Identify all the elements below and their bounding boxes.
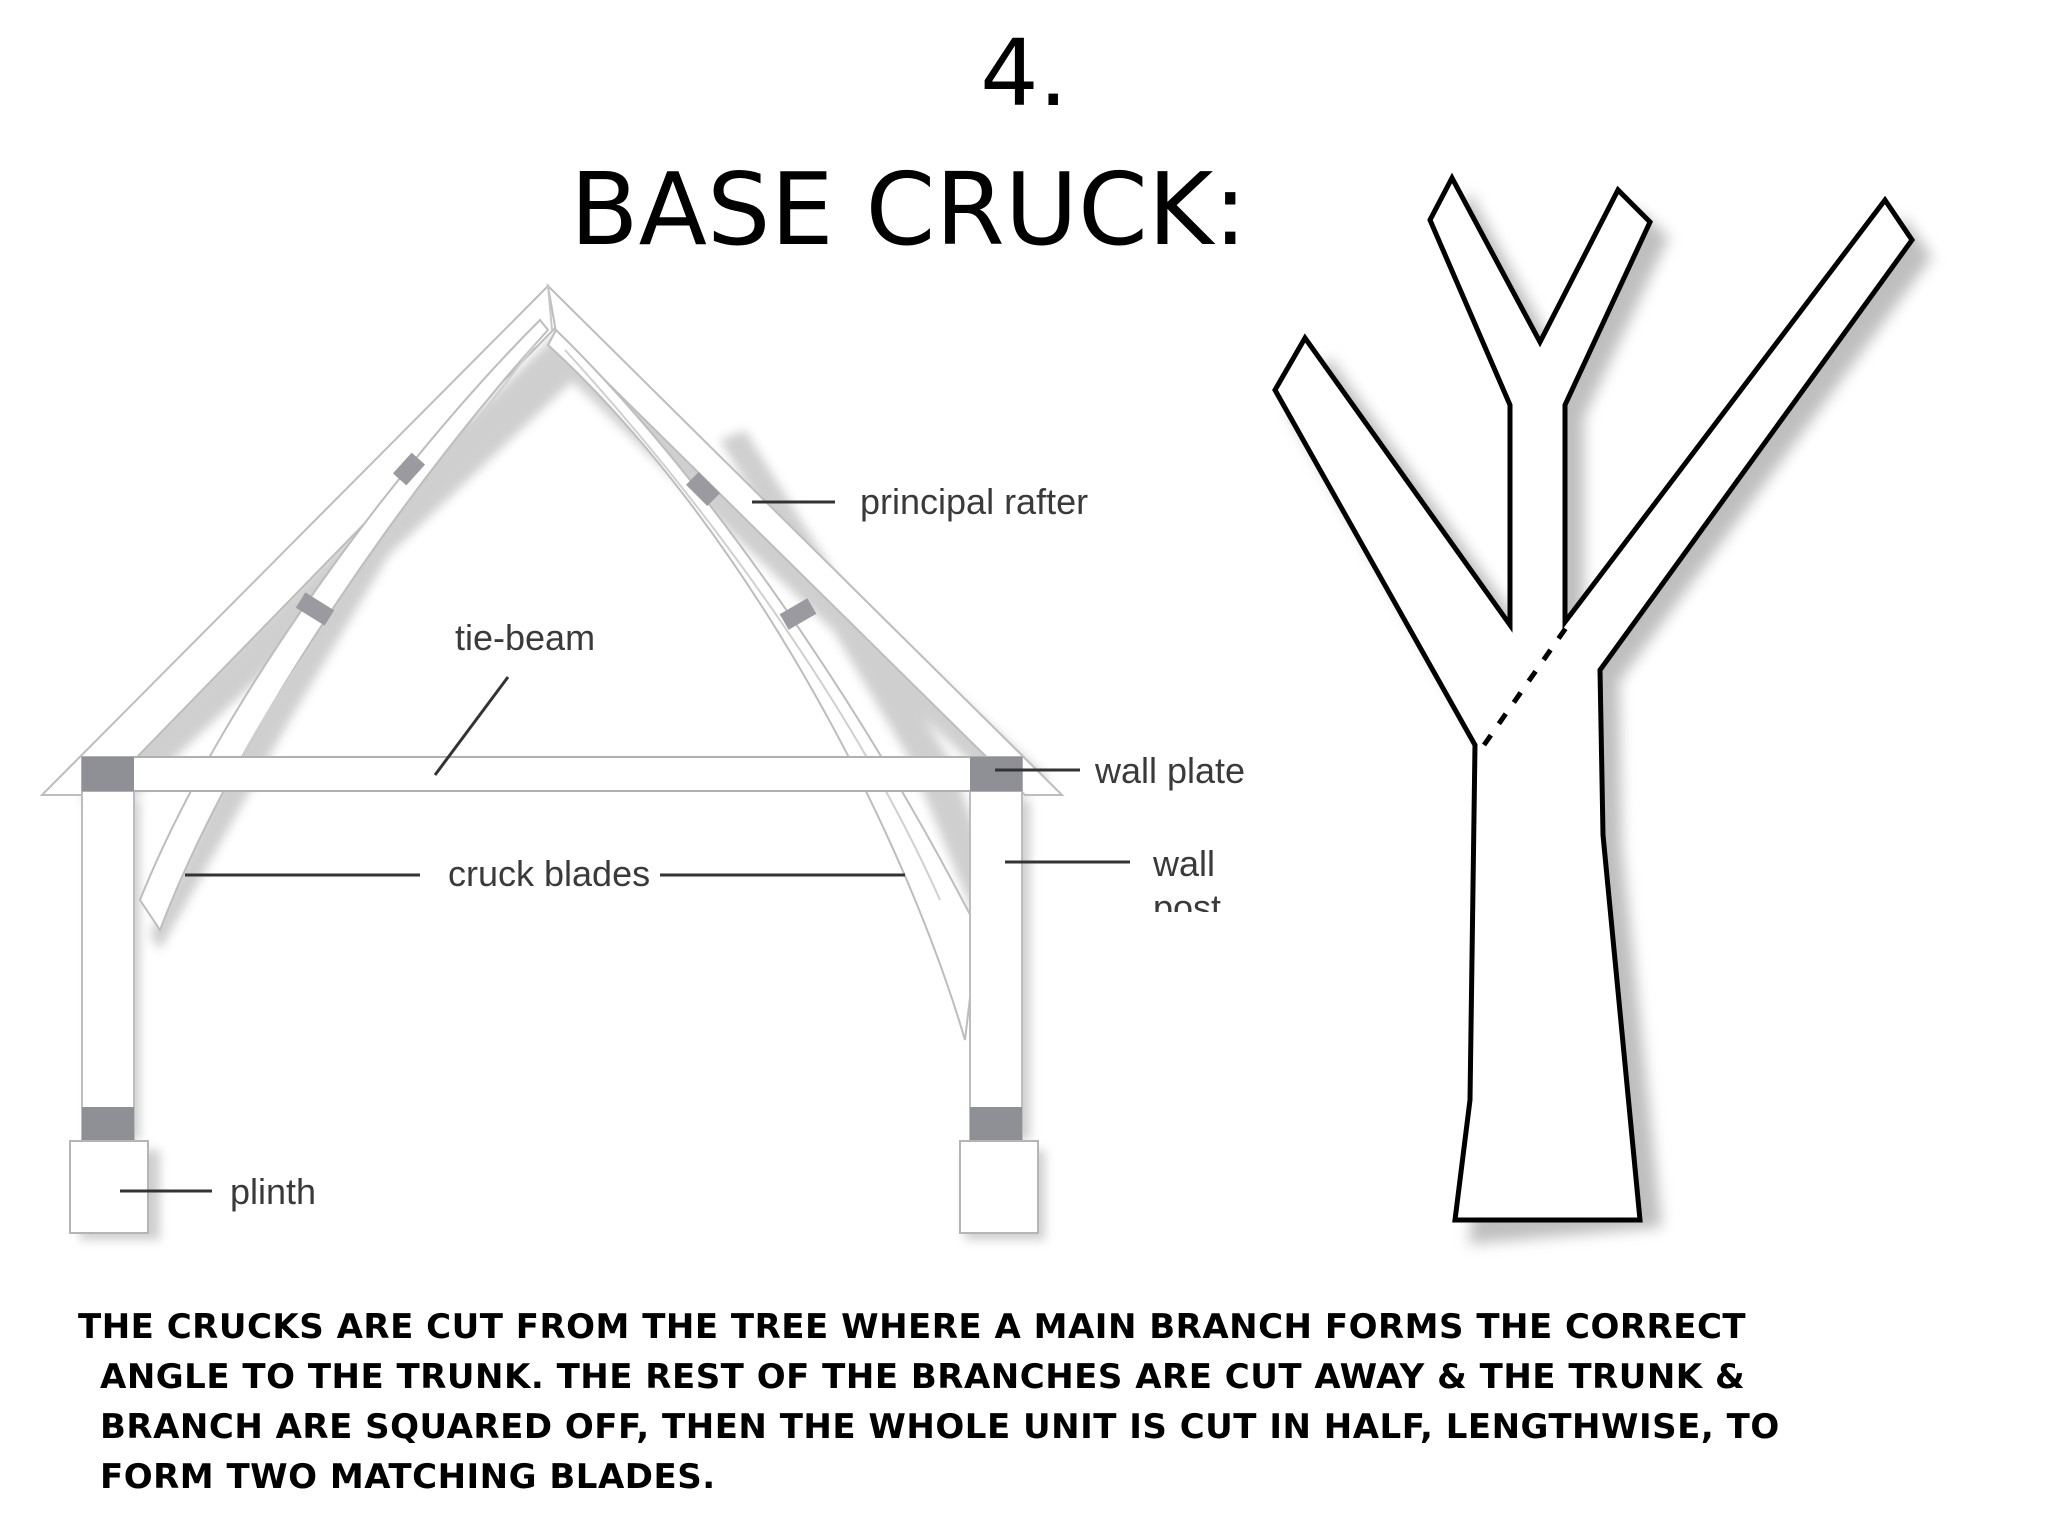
cruck-blade-left: [138, 318, 550, 933]
leader-lines: [120, 500, 1130, 1193]
label-crop-mask: [1140, 912, 1260, 942]
cruck-blade-right: [546, 328, 980, 1041]
plinth-right: [959, 1140, 1039, 1234]
label-cruck-blades: cruck blades: [448, 853, 650, 894]
plinth-left: [69, 1140, 149, 1234]
principal-rafters: [39, 283, 1065, 796]
caption: THE CRUCKS ARE CUT FROM THE TREE WHERE A…: [78, 1302, 1838, 1502]
label-tie-beam: tie-beam: [455, 617, 595, 658]
label-wall-post-line1: wall: [1152, 843, 1215, 884]
label-wall-plate: wall plate: [1094, 750, 1245, 791]
step-number: 4.: [980, 20, 1068, 127]
page-title: BASE CRUCK:: [570, 151, 1248, 268]
tie-beam: [81, 756, 1023, 792]
wall-post-left: [81, 789, 135, 1141]
label-plinth: plinth: [230, 1171, 316, 1212]
label-principal-rafter: principal rafter: [860, 481, 1088, 522]
wall-post-right: [969, 789, 1023, 1141]
tree-diagram: [1272, 172, 1932, 1244]
caption-text: THE CRUCKS ARE CUT FROM THE TREE WHERE A…: [78, 1307, 1780, 1497]
